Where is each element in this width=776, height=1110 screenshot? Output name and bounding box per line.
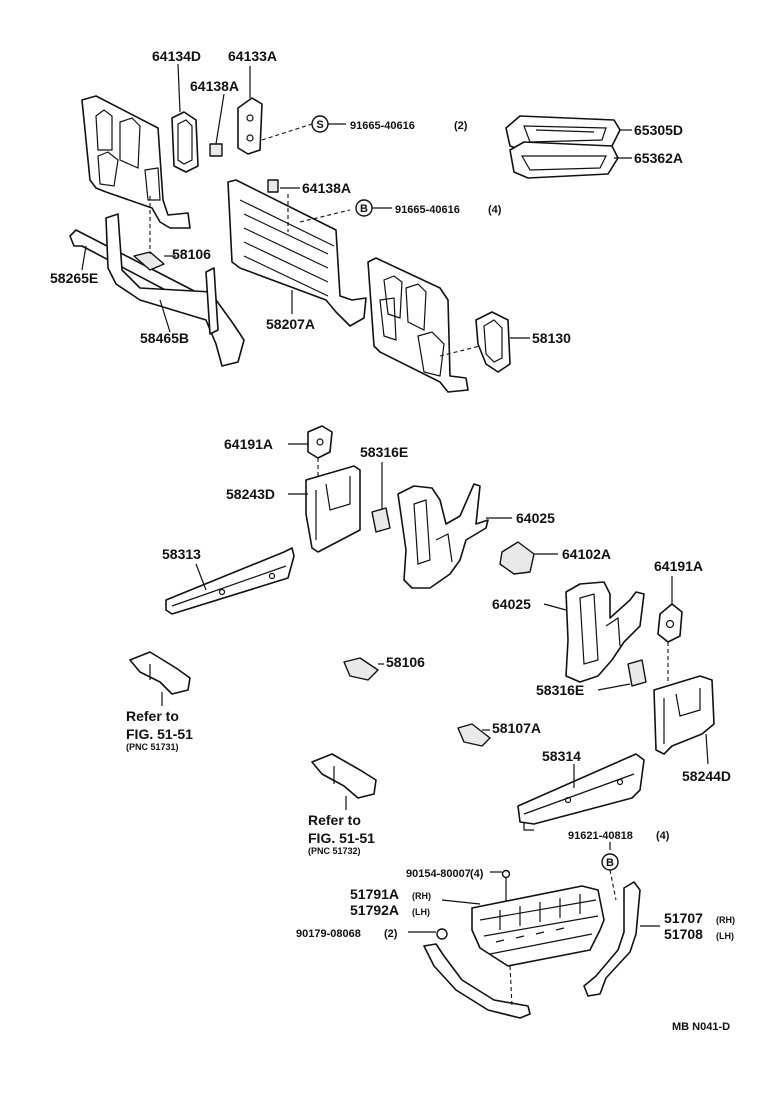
label-58243D: 58243D: [226, 486, 275, 502]
label-58465B: 58465B: [140, 330, 189, 346]
stay-51707: [583, 881, 641, 997]
label-91665-4: 91665-40616: [395, 204, 460, 216]
plate-58316E-mid: [627, 659, 647, 687]
label-58316E-top: 58316E: [360, 444, 408, 460]
step-group: B: [408, 842, 660, 1019]
nut-58106-mid: [343, 657, 379, 681]
label-refer2-a: Refer to: [308, 812, 361, 828]
label-51707: 51707: [664, 910, 703, 926]
gasket-65362A: [509, 141, 619, 179]
label-51791A: 51791A: [350, 886, 399, 902]
stay-left: [423, 943, 531, 1019]
label-refer2-b: FIG. 51-51: [308, 830, 375, 846]
label-51792A-side: (LH): [412, 907, 430, 917]
label-58316E-mid: 58316E: [536, 682, 584, 698]
label-58107A: 58107A: [492, 720, 541, 736]
diagram-code: MB N041-D: [672, 1021, 730, 1033]
clip-64138A-mid: [267, 179, 279, 193]
inner-panel-left: [81, 95, 191, 229]
rail-58314: [517, 753, 645, 825]
cover-65305D-65362A: [505, 115, 632, 179]
label-64134D: 64134D: [152, 48, 201, 64]
nut-58107A: [457, 723, 491, 747]
label-91665-4-qty: (4): [488, 204, 502, 216]
symbol-b-top: B: [360, 203, 368, 215]
rear-panel-58207A: [227, 179, 367, 327]
bracket-64191A-right: [657, 603, 683, 643]
label-58313: 58313: [162, 546, 201, 562]
label-65362A: 65362A: [634, 150, 683, 166]
label-91665-2: 91665-40616: [350, 120, 415, 132]
label-58106-top: 58106: [172, 246, 211, 262]
label-51792A: 51792A: [350, 902, 399, 918]
ref-bracket-51731: [129, 651, 191, 695]
label-90179: 90179-08068: [296, 928, 361, 940]
plate-58316E-top: [371, 507, 391, 533]
label-58106-mid: 58106: [386, 654, 425, 670]
ref-bracket-51732: [311, 753, 377, 799]
clip-64102A: [499, 541, 535, 575]
label-64102A: 64102A: [562, 546, 611, 562]
nut-58106-top: [133, 251, 165, 271]
callout-symbols-top: S B: [311, 115, 392, 217]
label-refer2-c: (PNC 51732): [308, 846, 361, 856]
label-64138A-top: 64138A: [190, 78, 239, 94]
label-51707-side: (RH): [716, 915, 735, 925]
label-58244D: 58244D: [682, 768, 731, 784]
label-64138A-mid: 64138A: [302, 180, 351, 196]
label-58130: 58130: [532, 330, 571, 346]
labels: 64134D 64133A 64138A 91665-40616 (2) 653…: [50, 48, 735, 1033]
label-58207A: 58207A: [266, 316, 315, 332]
label-91621-qty: (4): [656, 830, 670, 842]
label-64191A-right: 64191A: [654, 558, 703, 574]
panel-64134D-group: [81, 63, 313, 229]
label-90154: 90154-80007: [406, 868, 471, 880]
label-65305D: 65305D: [634, 122, 683, 138]
bracket-64133A: [237, 97, 263, 155]
label-refer1-c: (PNC 51731): [126, 742, 179, 752]
bracket-64191A-left: [307, 425, 333, 459]
label-51708: 51708: [664, 926, 703, 942]
brace-64025-mid: [565, 581, 645, 683]
symbol-s: S: [316, 119, 323, 131]
label-58265E: 58265E: [50, 270, 98, 286]
label-90154-qty: (4): [470, 868, 484, 880]
bracket-58265E-58465B: [69, 196, 245, 367]
middle-right-group: [499, 541, 715, 831]
fastener-group: [129, 651, 491, 810]
middle-left-group: [165, 425, 512, 615]
label-64025-mid: 64025: [492, 596, 531, 612]
panel-right-group: [367, 257, 530, 393]
label-51708-side: (LH): [716, 931, 734, 941]
label-51791A-side: (RH): [412, 891, 431, 901]
panel-right: [367, 257, 469, 393]
clip-64138A-top: [209, 143, 223, 157]
symbol-b-bottom: B: [606, 857, 614, 869]
label-64133A: 64133A: [228, 48, 277, 64]
label-58314: 58314: [542, 748, 581, 764]
label-refer1-a: Refer to: [126, 708, 179, 724]
label-64191A-left: 64191A: [224, 436, 273, 452]
label-91665-2-qty: (2): [454, 120, 468, 132]
label-90179-qty: (2): [384, 928, 398, 940]
label-64025-top: 64025: [516, 510, 555, 526]
label-refer1-b: FIG. 51-51: [126, 726, 193, 742]
label-91621: 91621-40818: [568, 830, 633, 842]
